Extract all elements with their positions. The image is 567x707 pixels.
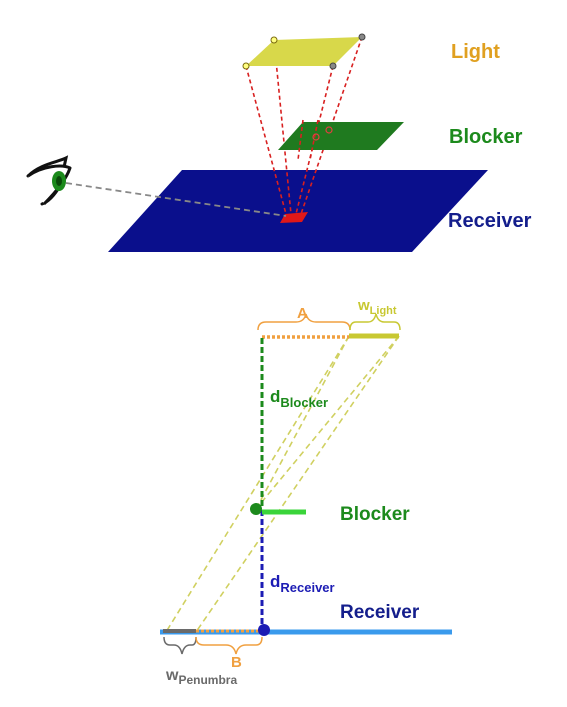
label-d-receiver: dReceiver xyxy=(270,572,335,595)
label-blocker: Blocker xyxy=(340,504,410,525)
blocker-point xyxy=(250,503,262,515)
brace-a xyxy=(257,313,351,331)
label-d-blocker-sub: Blocker xyxy=(280,395,328,410)
label-w-light: wLight xyxy=(357,297,397,317)
label-d-blocker-main: d xyxy=(270,387,280,406)
label-d-blocker: dBlocker xyxy=(270,387,328,410)
label-w-light-sub: Light xyxy=(370,305,397,317)
blocker-plane xyxy=(278,122,404,150)
receiver-label: Receiver xyxy=(448,210,532,232)
light-corner xyxy=(242,62,250,70)
top-3d-diagram: Light Blocker Receiver xyxy=(26,33,532,252)
ray-intersection xyxy=(312,133,320,141)
penumbra-rays xyxy=(165,335,400,633)
label-b: B xyxy=(231,654,242,671)
light-corner xyxy=(329,62,337,70)
bottom-2d-diagram: A wLight dBlocker Blocker dReceiver Rece… xyxy=(160,297,452,687)
receiver-plane xyxy=(108,170,488,252)
label-a: A xyxy=(297,305,308,322)
light-label: Light xyxy=(451,41,500,63)
eye-ray xyxy=(65,182,287,217)
receiver-point xyxy=(258,624,270,636)
label-d-receiver-main: d xyxy=(270,572,280,591)
label-w-penumbra-sub: Penumbra xyxy=(178,673,237,687)
label-receiver: Receiver xyxy=(340,602,420,623)
brace-w-light xyxy=(349,313,401,331)
brace-w-penumbra xyxy=(163,636,197,655)
eye-icon xyxy=(26,155,72,206)
label-w-light-main: w xyxy=(357,297,370,314)
brace-b xyxy=(195,636,263,655)
light-corner xyxy=(270,36,278,44)
label-d-receiver-sub: Receiver xyxy=(280,580,334,595)
shaded-point xyxy=(280,212,308,223)
light-corner xyxy=(358,33,366,41)
blocker-label: Blocker xyxy=(449,126,523,148)
label-w-penumbra-main: w xyxy=(165,667,179,684)
label-w-penumbra: wPenumbra xyxy=(165,667,237,687)
ray-intersection xyxy=(325,126,333,134)
light-plane xyxy=(246,37,362,66)
